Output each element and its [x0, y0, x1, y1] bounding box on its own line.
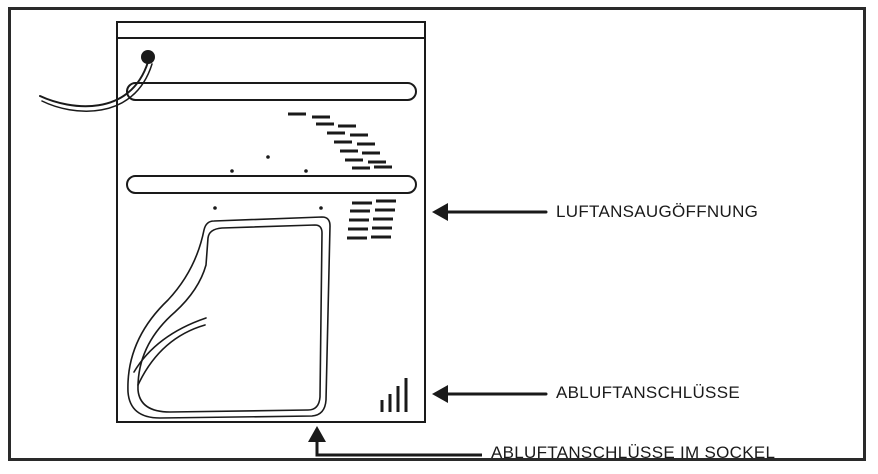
exhaust-connections-label: ABLUFTANSCHLÜSSE	[556, 383, 740, 402]
power-cable	[39, 50, 155, 112]
figure-frame	[8, 7, 866, 461]
exhaust-slots	[380, 378, 408, 412]
door-panel	[127, 216, 331, 419]
cabinet-outline	[116, 21, 426, 423]
air-intake-arrow	[432, 203, 548, 221]
exhaust-arrow	[432, 385, 548, 403]
base-exhaust-arrow	[308, 426, 482, 457]
upper-rail	[126, 82, 417, 101]
screw-dots	[213, 155, 323, 210]
air-intake-label: LUFTANSAUGÖFFNUNG	[556, 202, 759, 221]
middle-rail	[126, 175, 417, 194]
cable-entry-icon	[141, 50, 155, 64]
air-intake-slats	[347, 199, 396, 240]
upper-vent-slats	[288, 112, 392, 170]
base-exhaust-connections-label: ABLUFTANSCHLÜSSE IM SOCKEL	[491, 443, 776, 462]
